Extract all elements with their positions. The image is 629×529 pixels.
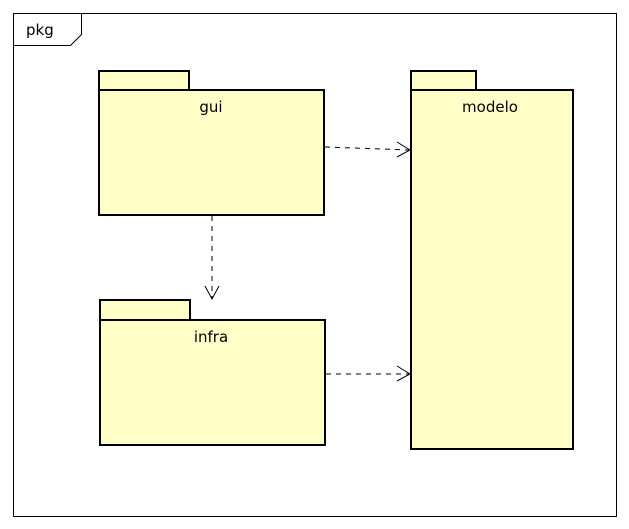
frame-label-tab	[13, 13, 82, 46]
package-gui-tab	[98, 70, 190, 91]
dependency-line	[324, 146, 411, 151]
package-modelo-name: modelo	[462, 98, 518, 116]
dependency-infra-to-modelo[interactable]	[326, 365, 412, 382]
open-arrowhead-icon	[396, 141, 412, 158]
dependency-gui-to-modelo[interactable]	[324, 141, 412, 158]
package-infra[interactable]: infra	[99, 299, 326, 446]
pkg-frame: pkg	[13, 13, 617, 517]
open-arrowhead-icon	[204, 285, 220, 301]
frame-label: pkg	[26, 21, 54, 39]
package-gui-name: gui	[199, 98, 222, 116]
package-infra-name: infra	[194, 328, 228, 346]
open-arrowhead-icon	[396, 365, 412, 382]
package-gui[interactable]: gui	[98, 70, 325, 216]
package-modelo-body	[410, 89, 574, 450]
dependency-gui-to-infra[interactable]	[204, 216, 220, 301]
package-infra-body	[99, 319, 326, 446]
frame-border	[13, 13, 617, 517]
package-infra-tab	[99, 299, 191, 321]
package-modelo-tab	[410, 70, 477, 91]
package-modelo[interactable]: modelo	[410, 70, 574, 450]
package-gui-body	[98, 89, 325, 216]
